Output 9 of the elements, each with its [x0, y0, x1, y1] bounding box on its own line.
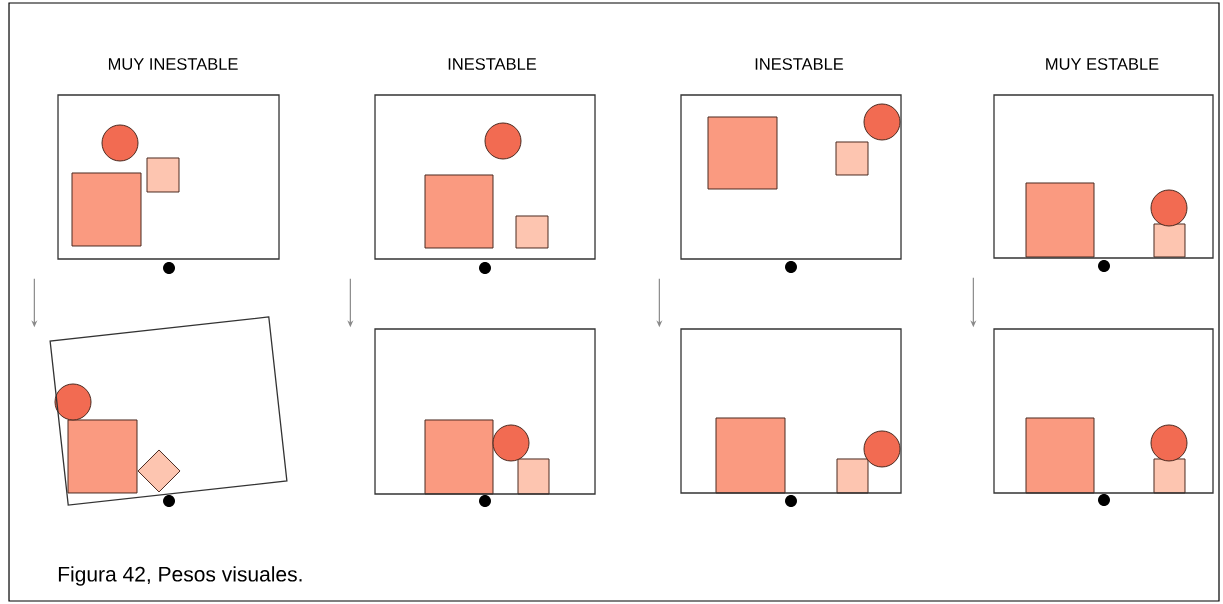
caption: Figura 42, Pesos visuales.: [58, 566, 302, 586]
panel-frame: [993, 328, 1214, 494]
panel-frame: [49, 316, 288, 506]
panel-heading: INESTABLE: [448, 58, 537, 70]
panel-heading: MUY INESTABLE: [108, 58, 238, 70]
panel-heading: MUY ESTABLE: [1046, 58, 1159, 70]
panel-frame: [680, 328, 902, 494]
panel-frame: [374, 328, 596, 495]
panel-heading: INESTABLE: [755, 58, 844, 70]
